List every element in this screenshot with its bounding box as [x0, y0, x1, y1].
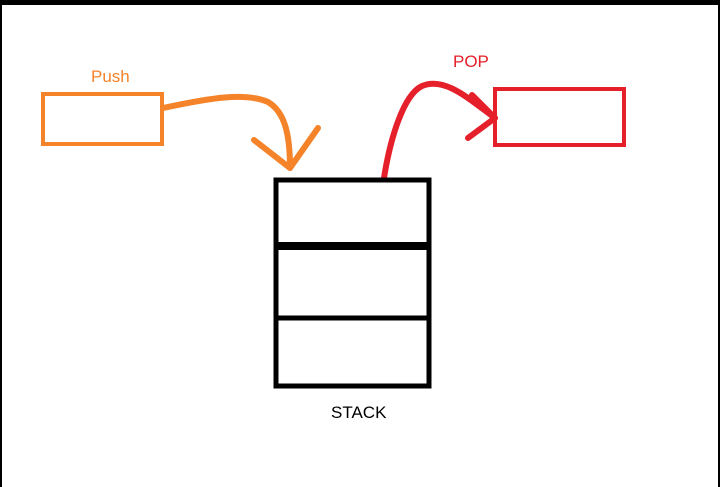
pop-box — [493, 87, 626, 147]
left-frame-edge — [0, 0, 2, 487]
pop-arrow-curve — [381, 80, 498, 181]
push-label: Push — [91, 67, 130, 86]
push-arrow-curve — [160, 93, 293, 171]
right-frame-edge — [718, 0, 720, 487]
stack-container — [273, 177, 432, 389]
pop-arrow-head — [465, 92, 498, 141]
stack-label: STACK — [331, 403, 387, 422]
push-box — [41, 92, 164, 146]
push-arrow-head — [251, 125, 321, 171]
top-frame-edge — [0, 0, 720, 5]
pop-label: POP — [453, 52, 489, 71]
